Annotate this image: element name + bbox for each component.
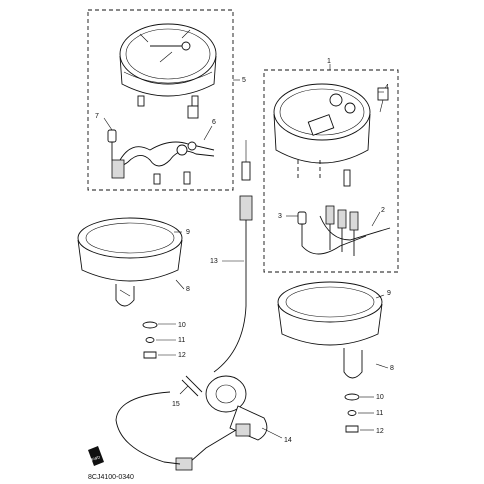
- harness-2-bulb-3: [297, 205, 391, 256]
- assembly-box-5: [87, 9, 234, 191]
- label-part-1: 1: [327, 58, 331, 65]
- label-part-10-left: 10: [178, 322, 186, 329]
- leader-lines: [103, 64, 389, 439]
- drawing-code: 8CJ4100-0340: [88, 474, 134, 481]
- label-part-2: 2: [381, 207, 385, 214]
- label-part-15: 15: [172, 401, 180, 408]
- tachometer-unit: [273, 83, 371, 187]
- speedometer-unit: [119, 23, 217, 119]
- label-part-5: 5: [242, 77, 246, 84]
- left-fasteners: [142, 321, 158, 359]
- label-part-7: 7: [95, 113, 99, 120]
- label-part-11-right: 11: [376, 410, 383, 417]
- label-part-8-right: 8: [390, 365, 394, 372]
- fwd-label: FWD: [91, 454, 101, 462]
- gear-unit-14: [175, 375, 268, 471]
- label-part-12-left: 12: [178, 352, 186, 359]
- label-part-12-right: 12: [376, 428, 384, 435]
- part-15: [181, 375, 203, 397]
- meter-cover-left: [77, 217, 183, 307]
- label-part-8-left: 8: [186, 286, 190, 293]
- label-part-9-left: 9: [186, 229, 190, 236]
- meter-cover-right: [277, 281, 383, 379]
- label-part-10-right: 10: [376, 394, 384, 401]
- label-part-4: 4: [385, 84, 389, 91]
- label-part-14: 14: [284, 437, 292, 444]
- label-part-13: 13: [210, 258, 218, 265]
- label-part-3: 3: [278, 213, 282, 220]
- assembly-box-1: [263, 69, 399, 273]
- label-part-6: 6: [212, 119, 216, 126]
- right-fasteners: [344, 393, 360, 433]
- label-part-9-right: 9: [387, 290, 391, 297]
- knob-4: [377, 87, 389, 113]
- cable-13: [213, 140, 253, 373]
- label-part-11-left: 11: [178, 337, 185, 344]
- lower-cable-loop: [115, 391, 181, 465]
- fwd-arrow-icon: [88, 446, 104, 466]
- bulb-harness-7: [107, 129, 215, 185]
